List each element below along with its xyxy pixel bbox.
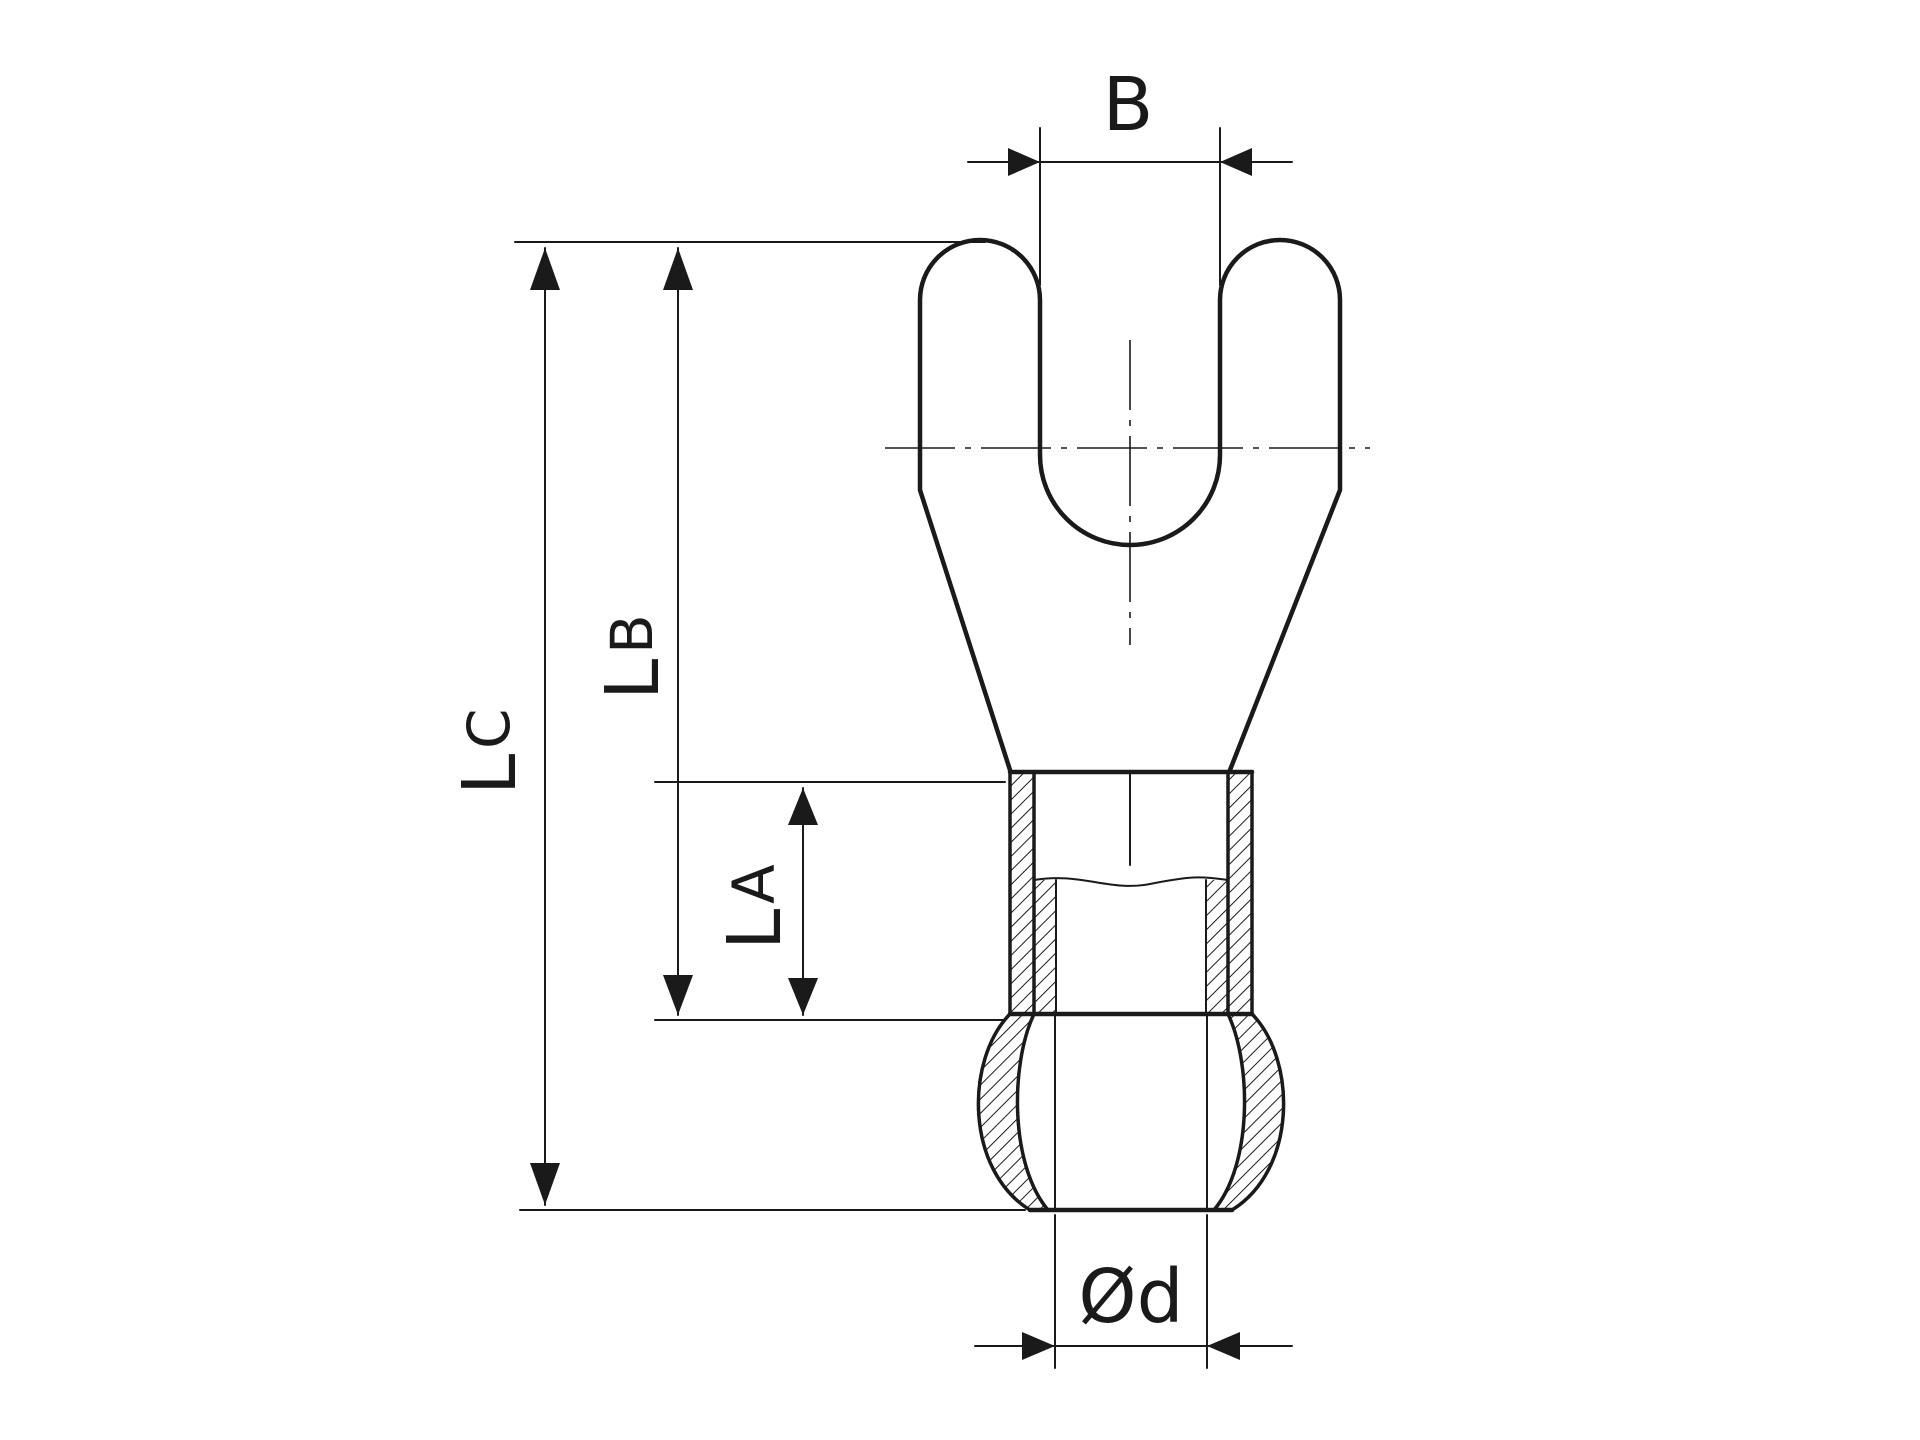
arrow-down-icon [663,975,693,1015]
dimension-la: L A [712,787,818,1016]
label-la: L A [712,864,798,950]
label-b: B [1103,62,1154,148]
label-lc-sub: C [455,709,523,750]
arrow-left-icon [1220,148,1252,176]
arrow-up-icon [663,248,693,290]
arrow-up-icon [530,248,560,290]
label-la-sub: A [720,864,788,904]
extension-lines [514,241,1026,1211]
label-lb-sub: B [598,614,666,654]
label-diameter: Ød [1078,1254,1183,1340]
dimension-lb: L B [590,247,693,1016]
dimension-lc: L C [447,247,560,1206]
arrow-right-icon [1022,1332,1055,1360]
arrow-right-icon [1008,148,1040,176]
arrow-down-icon [530,1163,560,1205]
insulation-sleeve [976,769,1286,1213]
dimension-b: B [967,62,1293,286]
arrow-down-icon [788,978,818,1015]
label-lc: L C [447,709,533,796]
arrow-left-icon [1207,1332,1240,1360]
arrow-up-icon [788,788,818,825]
label-lb: L B [590,614,676,700]
dimension-diameter: Ød [974,1214,1293,1369]
label-lc-main: L [447,754,533,795]
label-la-main: L [712,909,798,950]
center-lines [885,340,1370,645]
label-lb-main: L [590,659,676,700]
